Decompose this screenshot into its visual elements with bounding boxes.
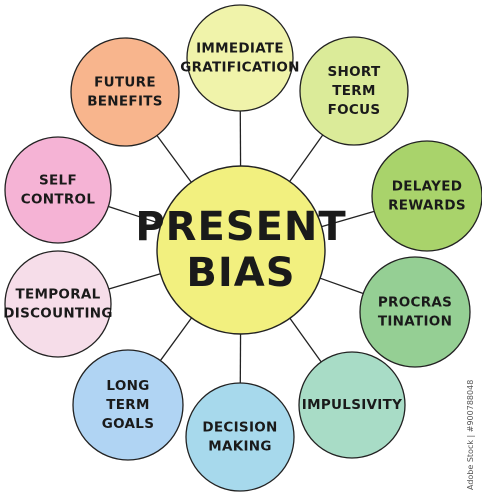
- node-future-benefits: FUTURE BENEFITS: [70, 37, 180, 147]
- label-future-benefits-line-2: BENEFITS: [87, 94, 163, 110]
- label-procrastination-line-2: TINATION: [378, 314, 452, 330]
- circle-immediate-gratification: [186, 4, 294, 112]
- stock-watermark: Adobe Stock | #900788048: [466, 380, 480, 490]
- circle-impulsivity: [298, 351, 406, 459]
- node-self-control: SELF CONTROL: [4, 136, 112, 244]
- connector-impulsivity: [289, 317, 322, 363]
- label-temporal-discounting-line-2: DISCOUNTING: [3, 306, 113, 322]
- label-long-term-goals-line-1: LONG: [106, 378, 149, 394]
- label-procrastination-line-1: PROCRAS: [378, 295, 452, 311]
- connector-future-benefits: [156, 135, 192, 183]
- label-long-term-goals-line-3: GOALS: [102, 416, 154, 432]
- label-decision-making-line-1: DECISION: [202, 420, 277, 436]
- watermark-text: Adobe Stock | #900788048: [466, 379, 475, 490]
- label-immediate-gratification-line-2: GRATIFICATION: [180, 60, 300, 76]
- connector-short-term-focus: [289, 134, 324, 182]
- node-long-term-goals: LONG TERM GOALS: [72, 349, 184, 461]
- label-temporal-discounting-line-1: TEMPORAL: [15, 287, 100, 303]
- circle-long-term-goals: [72, 349, 184, 461]
- connectors: [108, 110, 375, 384]
- connector-long-term-goals: [159, 317, 193, 361]
- circle-procrastination: [359, 256, 471, 368]
- label-future-benefits-line-1: FUTURE: [94, 75, 156, 91]
- label-long-term-goals-line-2: TERM: [106, 397, 149, 413]
- node-immediate-gratification: IMMEDIATE GRATIFICATION: [180, 4, 300, 112]
- label-self-control-line-2: CONTROL: [21, 192, 96, 208]
- circle-decision-making: [185, 382, 295, 492]
- label-present-bias-line-1: PRESENT: [135, 204, 346, 250]
- label-short-term-focus-line-1: SHORT: [328, 64, 381, 80]
- label-short-term-focus-line-2: TERM: [332, 83, 375, 99]
- circle-present-bias: [156, 165, 326, 335]
- node-procrastination: PROCRAS TINATION: [359, 256, 471, 368]
- node-short-term-focus: SHORT TERM FOCUS: [299, 36, 409, 146]
- node-delayed-rewards: DELAYED REWARDS: [371, 140, 482, 252]
- connector-self-control: [108, 205, 162, 225]
- label-decision-making-line-2: MAKING: [208, 439, 272, 455]
- circle-self-control: [4, 136, 112, 244]
- label-short-term-focus-line-3: FOCUS: [328, 102, 381, 118]
- label-present-bias-line-2: BIAS: [186, 250, 295, 296]
- nodes: IMMEDIATE GRATIFICATION SHORT TERM FOCUS DELA…: [3, 4, 482, 492]
- circle-temporal-discounting: [4, 250, 112, 358]
- circle-short-term-focus: [299, 36, 409, 146]
- label-delayed-rewards-line-2: REWARDS: [388, 198, 466, 214]
- label-impulsivity-line-1: IMPULSIVITY: [302, 397, 402, 413]
- connector-temporal-discounting: [108, 273, 161, 290]
- label-self-control-line-1: SELF: [39, 173, 77, 189]
- node-decision-making: DECISION MAKING: [185, 382, 295, 492]
- connector-delayed-rewards: [321, 210, 375, 228]
- label-immediate-gratification-line-1: IMMEDIATE: [196, 41, 284, 57]
- circle-future-benefits: [70, 37, 180, 147]
- label-delayed-rewards-line-1: DELAYED: [392, 179, 463, 195]
- node-impulsivity: IMPULSIVITY: [298, 351, 406, 459]
- node-temporal-discounting: TEMPORAL DISCOUNTING: [3, 250, 113, 358]
- connector-procrastination: [319, 277, 364, 295]
- circle-delayed-rewards: [371, 140, 482, 252]
